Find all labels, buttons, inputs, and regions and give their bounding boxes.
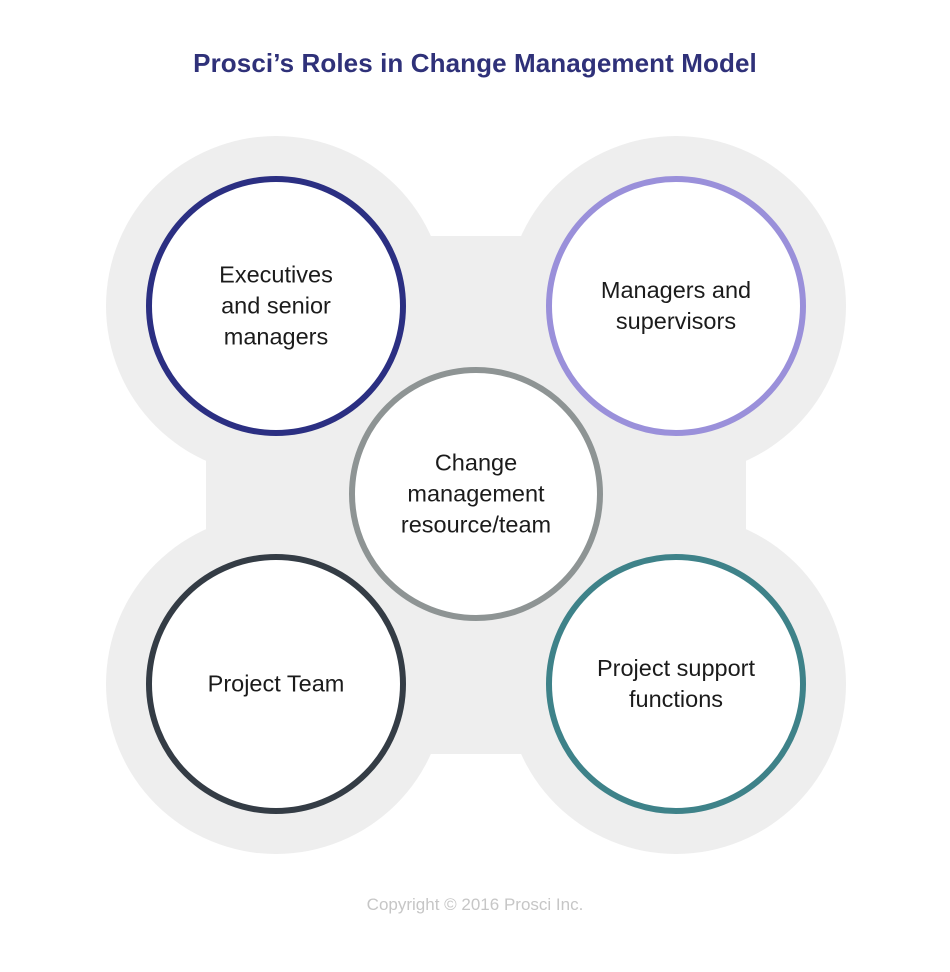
page-title: Prosci’s Roles in Change Management Mode…: [193, 48, 757, 78]
role-circle-executives[interactable]: [146, 176, 406, 436]
copyright-notice: Copyright © 2016 Prosci Inc.: [366, 895, 584, 914]
role-circle-change-management-resource-team[interactable]: [349, 367, 603, 621]
role-circle-managers[interactable]: [546, 176, 806, 436]
role-circle-project-team[interactable]: [146, 554, 406, 814]
role-circles-group: [146, 176, 806, 814]
role-circle-project-support[interactable]: [546, 554, 806, 814]
